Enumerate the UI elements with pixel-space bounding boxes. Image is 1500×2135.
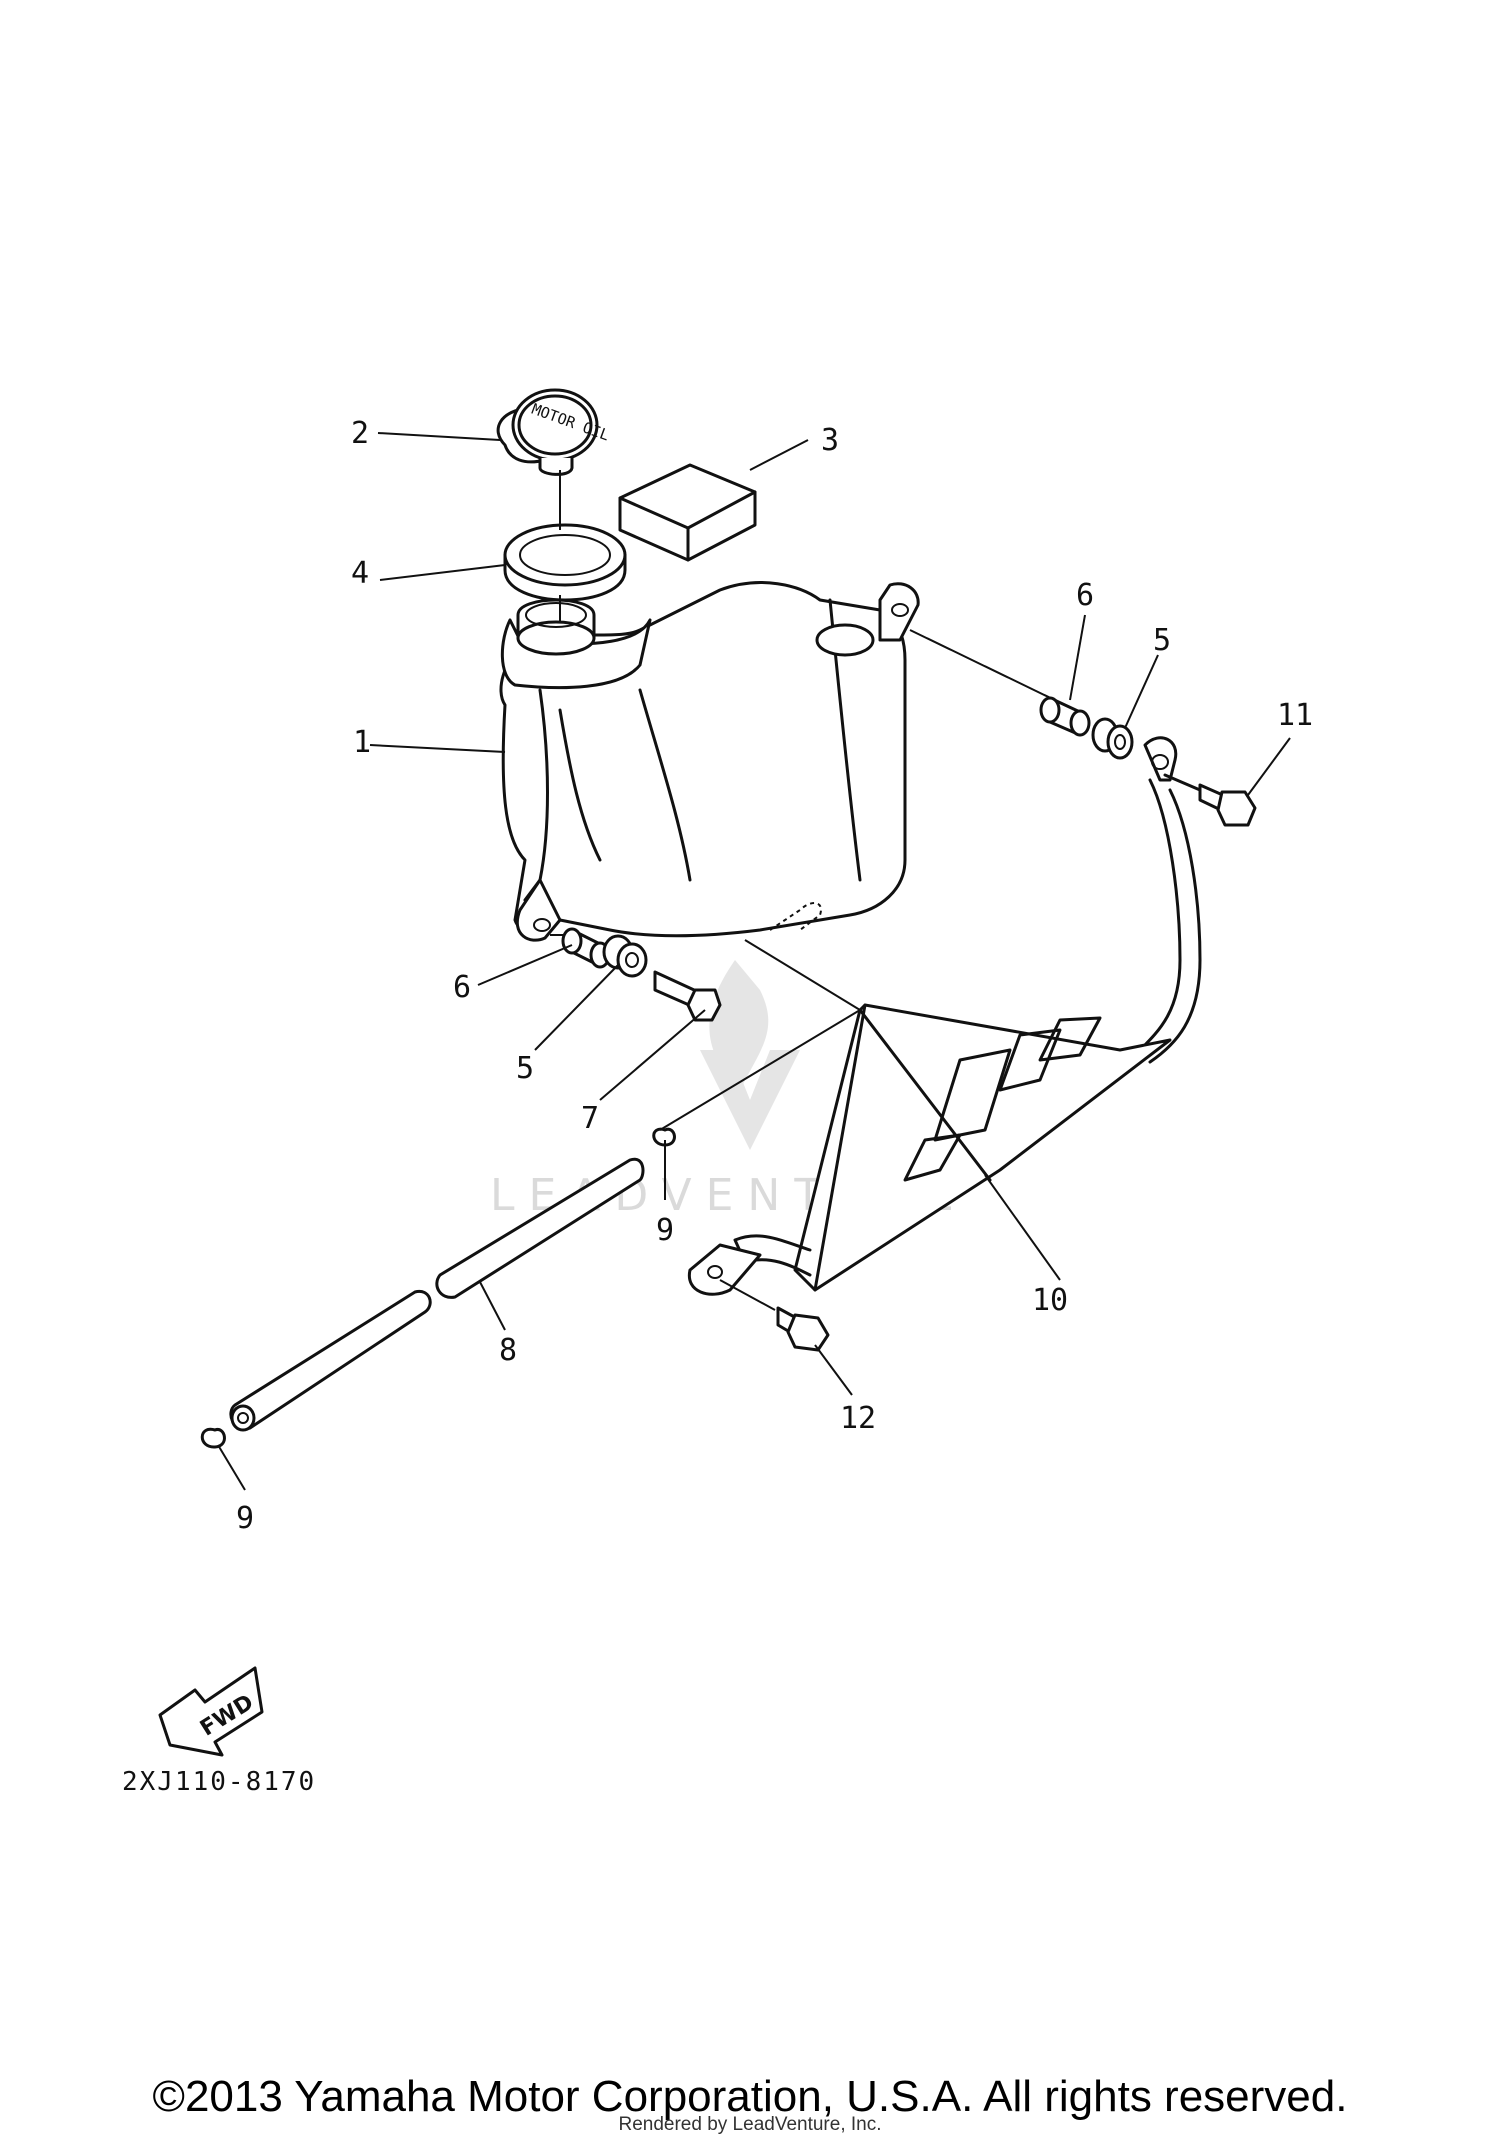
callout-11: 11 (1277, 698, 1313, 733)
callout-7: 7 (581, 1101, 599, 1136)
callout-6-left: 6 (453, 970, 471, 1005)
part-12-bolt (719, 1279, 830, 1352)
callout-9-upper: 9 (656, 1213, 674, 1248)
callout-5-left: 5 (516, 1051, 534, 1086)
callout-1: 1 (353, 725, 371, 760)
callout-10: 10 (1032, 1283, 1068, 1318)
leader-part-1 (369, 744, 506, 753)
part-7-bolt (653, 970, 722, 1022)
callout-2: 2 (351, 416, 369, 451)
part-5-damper-left (602, 934, 648, 978)
part-6-collar-left (561, 927, 611, 969)
callout-3: 3 (821, 423, 839, 458)
callout-6-right: 6 (1076, 578, 1094, 613)
part-6-collar-right (1039, 696, 1091, 737)
part-10-tank-stay (687, 736, 1202, 1296)
part-2-oil-cap: MOTOR OIL (496, 388, 612, 476)
callout-9-lower: 9 (236, 1501, 254, 1536)
part-5-damper-right (1091, 717, 1134, 760)
callout-leaders (217, 432, 1291, 1491)
part-3-block (618, 463, 757, 562)
forward-direction-arrow: FWD (158, 1666, 264, 1757)
callout-8: 8 (499, 1333, 517, 1368)
part-8-hose (229, 1157, 645, 1432)
callout-5-right: 5 (1153, 623, 1171, 658)
copyright-notice: ©2013 Yamaha Motor Corporation, U.S.A. A… (152, 2072, 1348, 2121)
callout-4: 4 (351, 556, 369, 591)
guide-line-tank-right (909, 629, 1066, 706)
rendered-by-notice: Rendered by LeadVenture, Inc. (618, 2114, 882, 2135)
diagram-reference-code: 2XJ110-8170 (122, 1767, 316, 1797)
part-4-grommet (503, 523, 627, 602)
part-11-bolt (1163, 773, 1257, 827)
exploded-parts-diagram: LEADVENTURE MOTOR OIL (122, 388, 1313, 1797)
callout-12: 12 (840, 1401, 876, 1436)
part-1-oil-tank (499, 581, 920, 942)
part-9-clip-lower (200, 1427, 226, 1449)
